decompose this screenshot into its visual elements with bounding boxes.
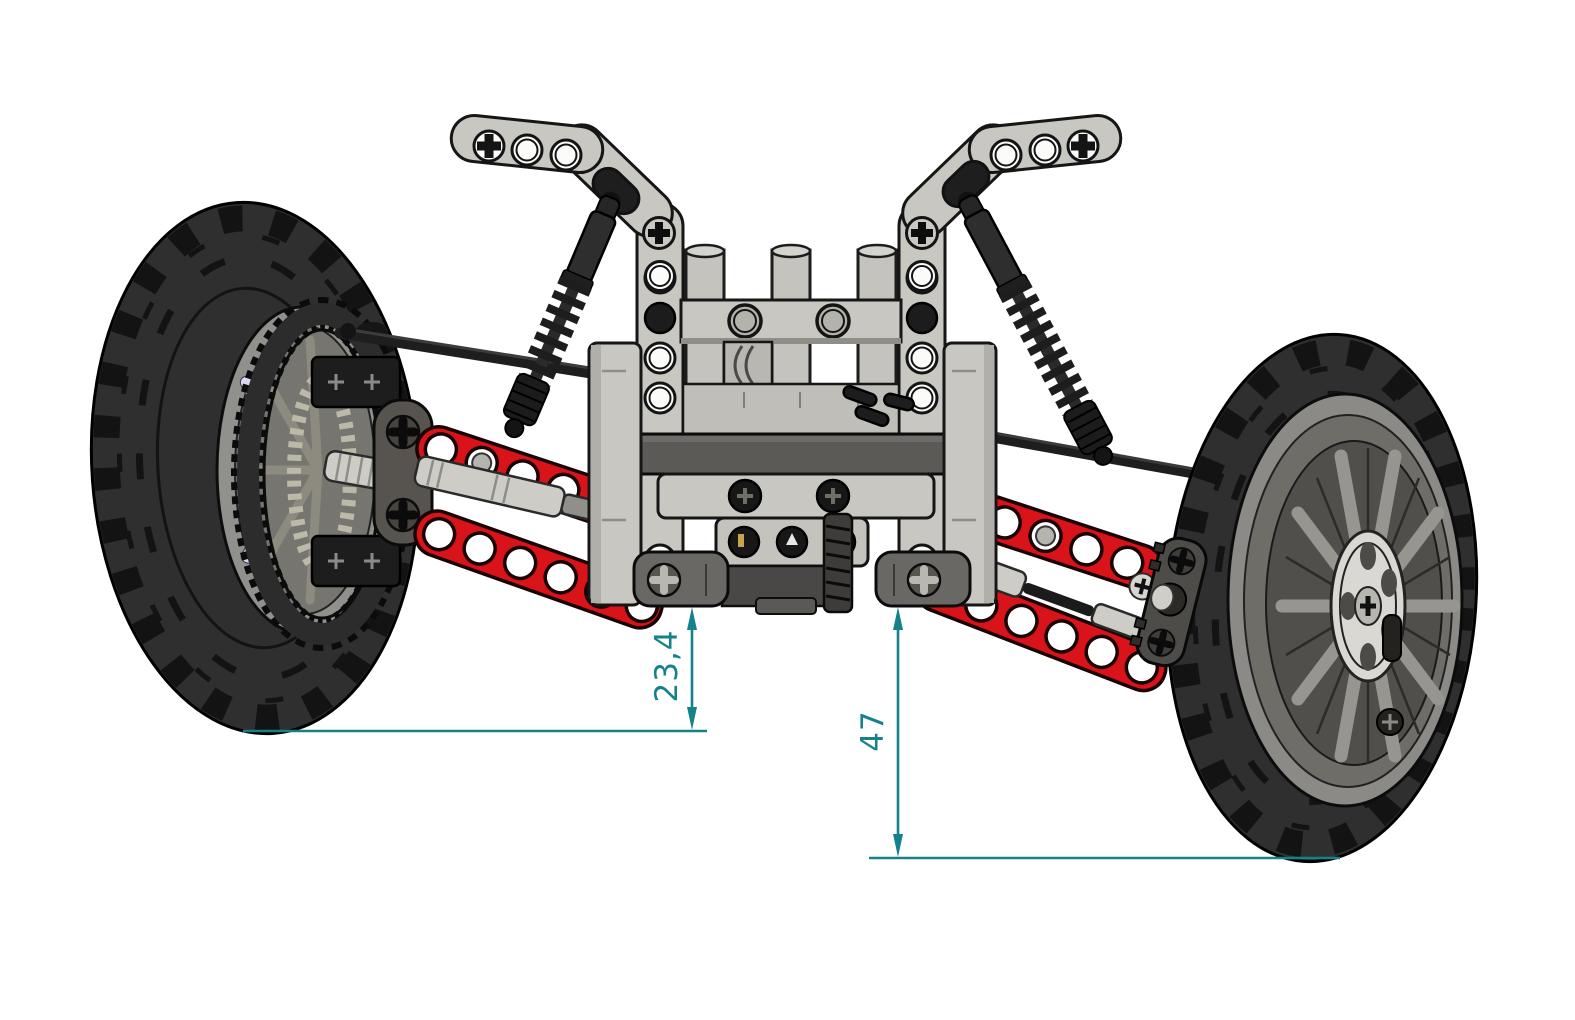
axle-block-cross-marks bbox=[328, 374, 380, 569]
arrow-down-icon bbox=[893, 834, 903, 857]
arrow-up-icon bbox=[687, 607, 697, 630]
left-axle-block-bottom bbox=[310, 534, 402, 588]
bent-liftarm-right bbox=[901, 113, 1123, 292]
right-wheel bbox=[1165, 332, 1479, 864]
bent-liftarm-left bbox=[449, 113, 676, 292]
right-hub-bracket bbox=[1128, 536, 1208, 668]
fender-panel-left bbox=[587, 341, 643, 607]
dim-label-left: 23,4 bbox=[649, 629, 685, 702]
tie-rod-left bbox=[334, 322, 603, 380]
dim-label-right: 47 bbox=[855, 710, 891, 751]
rim-pin-cross-mark bbox=[1382, 714, 1398, 730]
central-gearbox bbox=[587, 201, 998, 615]
worm-gear bbox=[822, 512, 854, 614]
arrow-down-icon bbox=[687, 707, 697, 730]
bottom-bracket-right bbox=[874, 550, 972, 608]
bottom-bracket-left bbox=[632, 550, 730, 608]
fender-panel-right bbox=[942, 341, 998, 607]
shock-absorber-right bbox=[957, 191, 1114, 466]
left-wheel bbox=[89, 200, 434, 736]
bottom-tab bbox=[755, 597, 817, 615]
left-axle-block-top bbox=[310, 355, 402, 409]
arch-piece bbox=[722, 340, 774, 388]
dimension-right-clearance: 47 bbox=[855, 607, 1340, 860]
left-hub-bracket bbox=[372, 398, 434, 547]
shock-absorber-left bbox=[502, 191, 621, 439]
pin-beam-two-hole bbox=[656, 472, 936, 520]
arrow-up-icon bbox=[893, 607, 903, 630]
top-cross-beam bbox=[679, 298, 903, 344]
dark-crossbar bbox=[635, 432, 951, 476]
rim-black-bar bbox=[1382, 614, 1402, 662]
dimension-left-clearance: 23,4 bbox=[243, 607, 707, 733]
arch-detail bbox=[733, 345, 755, 385]
